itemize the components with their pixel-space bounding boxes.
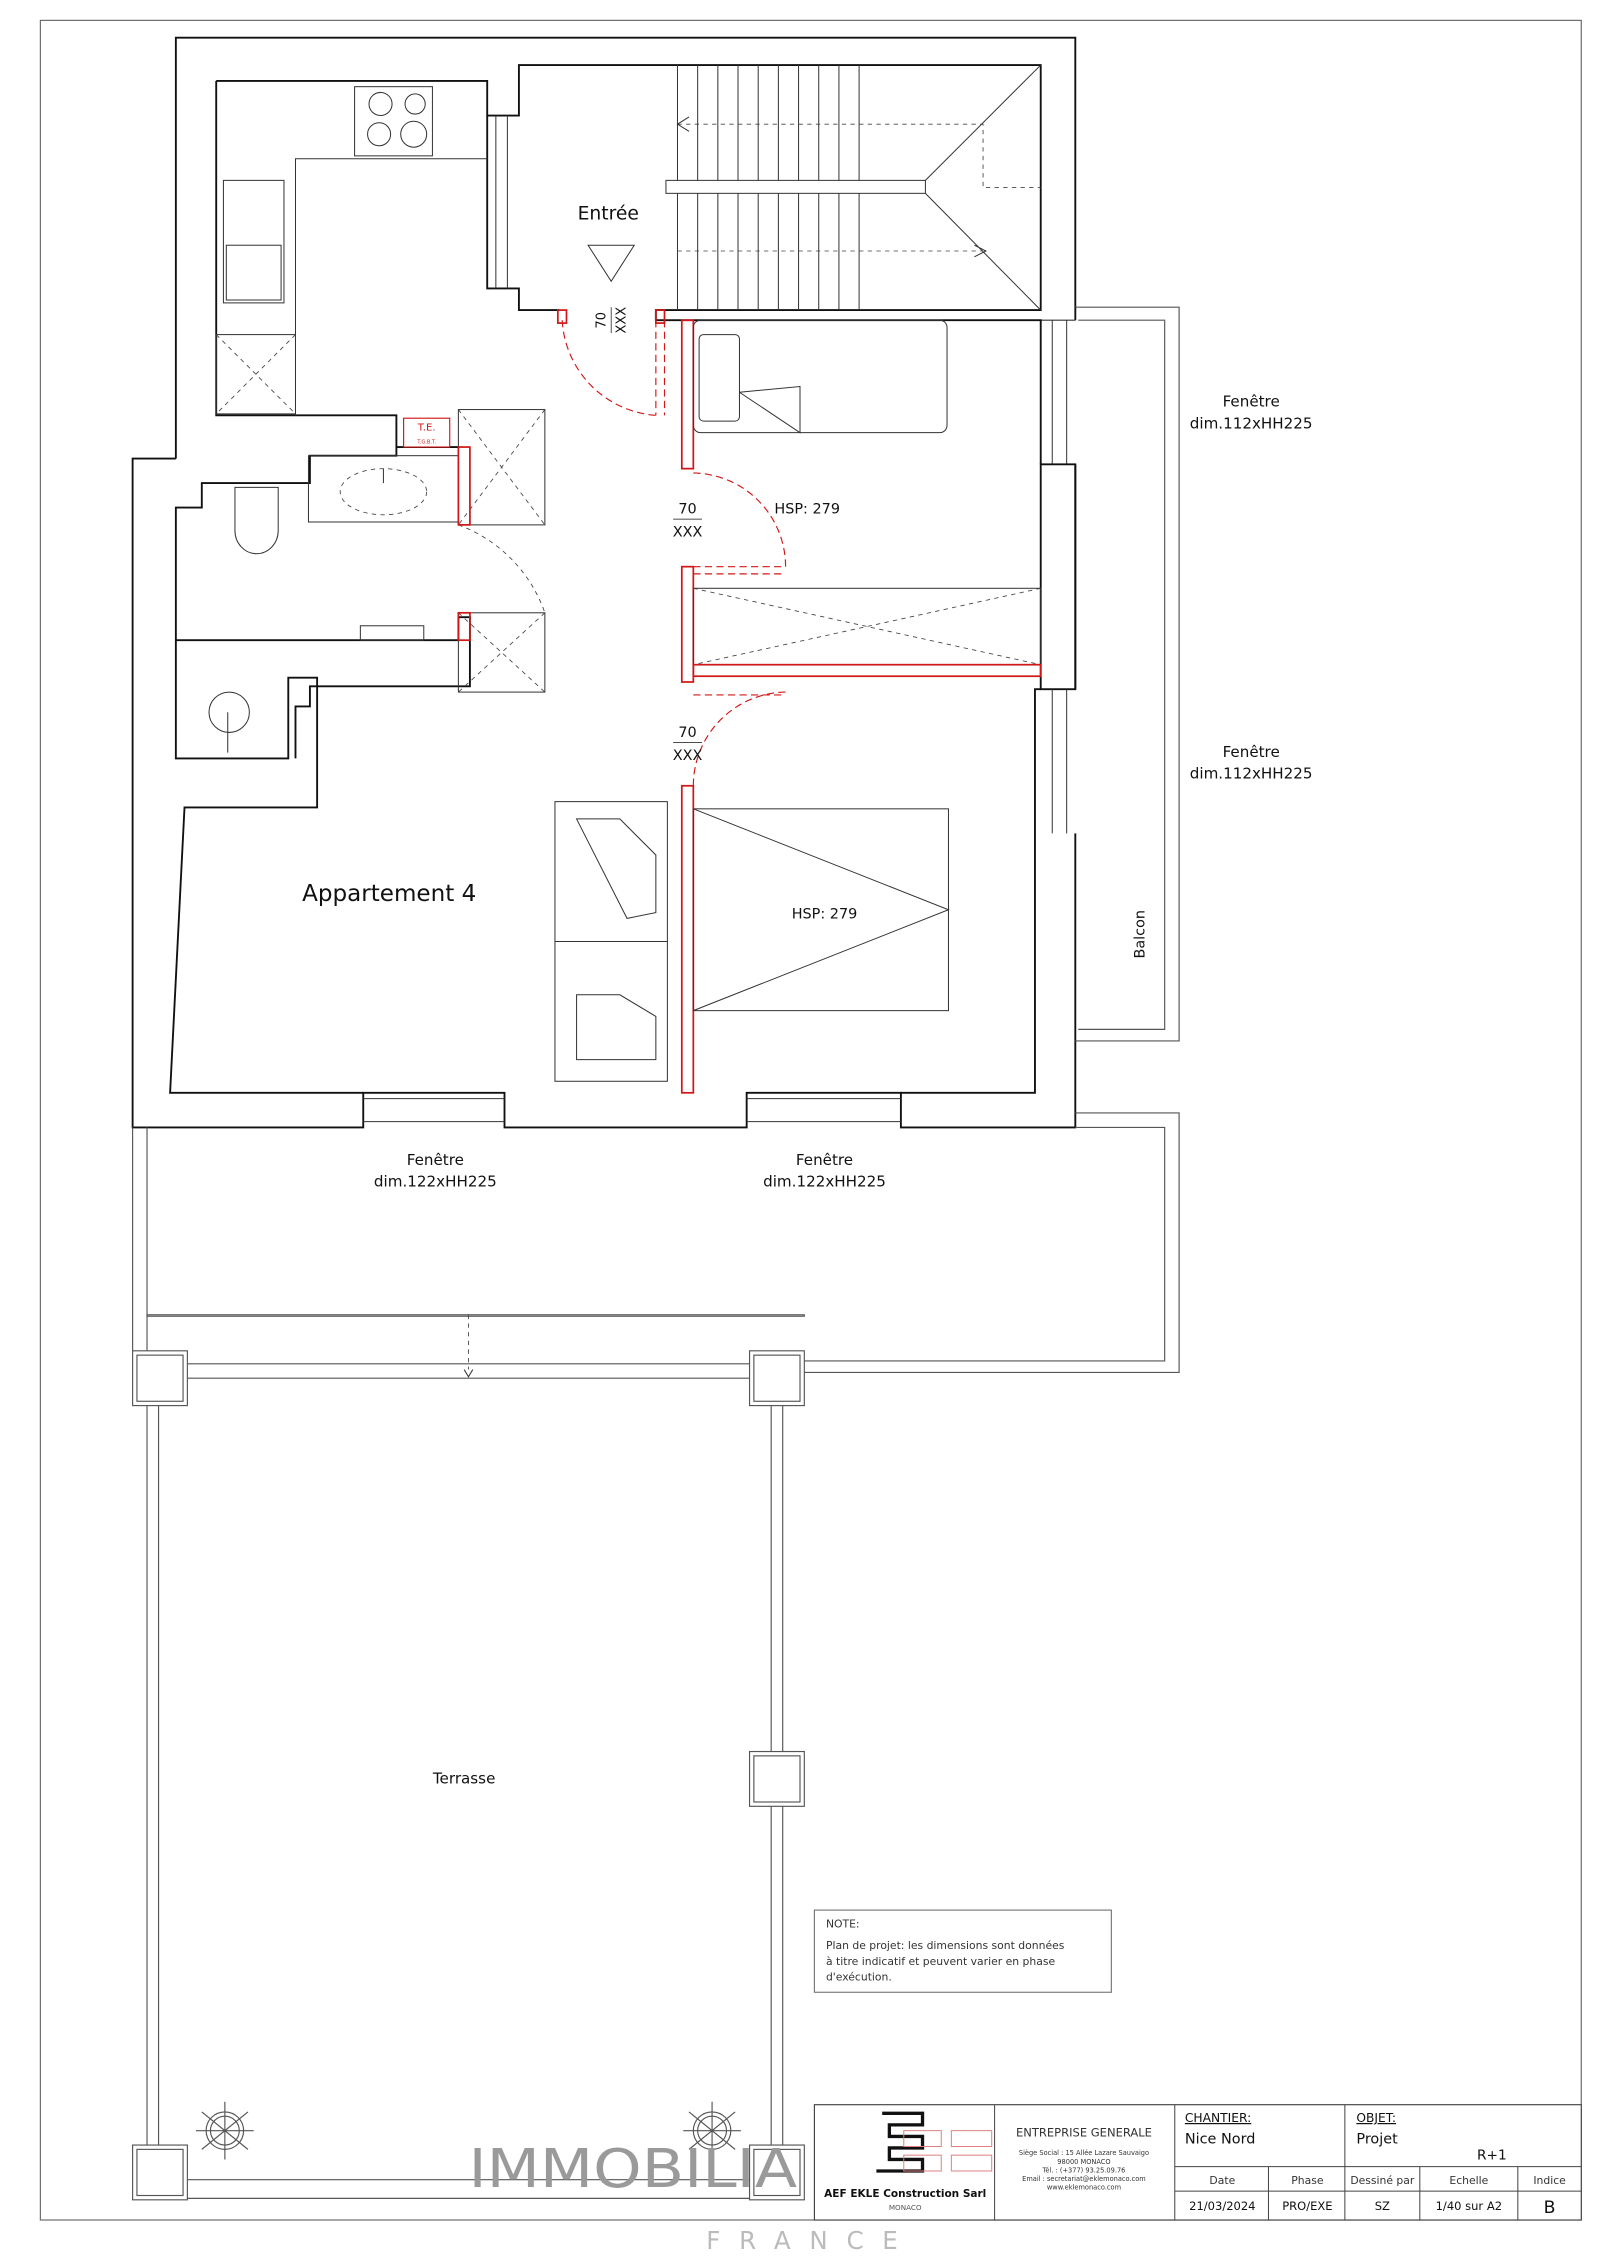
company-logo [876,2111,993,2173]
door-width: 70 [678,501,696,517]
address-line: Siège Social : 15 Allée Lazare Sauvaigo [1019,2149,1149,2157]
terrace [132,1112,1180,2201]
building-walls: T.E. T.G.B.T. [131,36,1077,1129]
room-label-appartement: Appartement 4 [302,881,476,907]
window-dim: dim.122xHH225 [374,1172,497,1190]
door-tag: 70 XXX [673,725,703,764]
note-box: NOTE: Plan de projet: les dimensions son… [813,1909,1112,1993]
window-name: Fenêtre [796,1151,853,1169]
watermark-sub: FRANCE [706,2226,916,2255]
window-label: Fenêtre dim.122xHH225 [763,1151,886,1191]
chantier-label: CHANTIER: [1185,2111,1251,2125]
title-block: AEF EKLE Construction Sarl MONACO ENTREP… [813,2104,1582,2221]
window-name: Fenêtre [407,1151,464,1169]
electrical-panel-title: T.E. [417,422,436,433]
room-label-balcon: Balcon [1133,910,1149,959]
electrical-panel-subtitle: T.G.B.T. [416,439,436,445]
objet-label: OBJET: [1356,2111,1396,2125]
note-line: à titre indicatif et peuvent varier en p… [826,1955,1056,1968]
room-label-terrasse: Terrasse [432,1769,495,1787]
window-label: Fenêtre dim.112xHH225 [1190,393,1313,433]
electrical-panel [403,417,451,448]
door-tag: 70 XXX [594,307,629,334]
note-line: d'exécution. [826,1971,892,1984]
header-indice: Indice [1533,2174,1566,2187]
door-code: XXX [615,307,630,334]
niveau-value: R+1 [1477,2147,1507,2163]
chantier-value: Nice Nord [1185,2132,1256,2148]
value-dessine: SZ [1375,2199,1390,2213]
hsp-label: HSP: 279 [792,906,858,922]
kitchen-sink-icon [222,179,285,304]
door-code: XXX [673,748,703,764]
window-dim: dim.112xHH225 [1190,414,1313,432]
door-tag: 70 XXX [673,501,703,540]
window-dim: dim.112xHH225 [1190,765,1313,783]
balcony [1075,306,1180,1042]
header-echelle: Echelle [1449,2174,1488,2187]
address-line: www.eklemonaco.com [1047,2184,1121,2192]
header-phase: Phase [1291,2174,1324,2187]
window-label: Fenêtre dim.112xHH225 [1190,743,1313,783]
plant-icon [196,2101,254,2160]
company-heading: ENTREPRISE GENERALE [1016,2125,1152,2139]
header-dessine: Dessiné par [1350,2174,1415,2187]
address-line: Tél. : (+377) 93.25.09.76 [1042,2166,1126,2174]
note-title: NOTE: [826,1917,860,1930]
value-indice: B [1544,2198,1556,2218]
objet-value: Projet [1356,2132,1398,2148]
address-line: Email : secretariat@eklemonaco.com [1022,2175,1146,2183]
window-label: Fenêtre dim.122xHH225 [374,1151,497,1191]
shower-drain-icon [208,691,250,753]
plant-icon [683,2101,741,2160]
cooktop-icon [354,86,433,157]
window-dim: dim.122xHH225 [763,1172,886,1190]
sheet-border [39,19,1582,2221]
hsp-label: HSP: 279 [774,501,840,517]
watermark-main: IMMOBILIA [468,2137,797,2200]
window-name: Fenêtre [1223,743,1280,761]
door-width: 70 [678,725,696,741]
value-echelle: 1/40 sur A2 [1436,2199,1502,2213]
company-city: MONACO [889,2203,922,2212]
header-date: Date [1209,2174,1235,2187]
door-code: XXX [673,524,703,540]
value-date: 21/03/2024 [1189,2199,1255,2213]
company-name: AEF EKLE Construction Sarl [824,2188,986,2200]
toilet-icon [234,486,279,555]
address-line: 98000 MONACO [1057,2158,1110,2166]
note-line: Plan de projet: les dimensions sont donn… [826,1939,1065,1952]
value-phase: PRO/EXE [1282,2199,1332,2213]
room-label-entree: Entrée [578,203,639,224]
staircase [665,64,1042,311]
window-name: Fenêtre [1223,393,1280,411]
door-width: 70 [594,312,609,329]
single-bed-icon [692,319,948,434]
